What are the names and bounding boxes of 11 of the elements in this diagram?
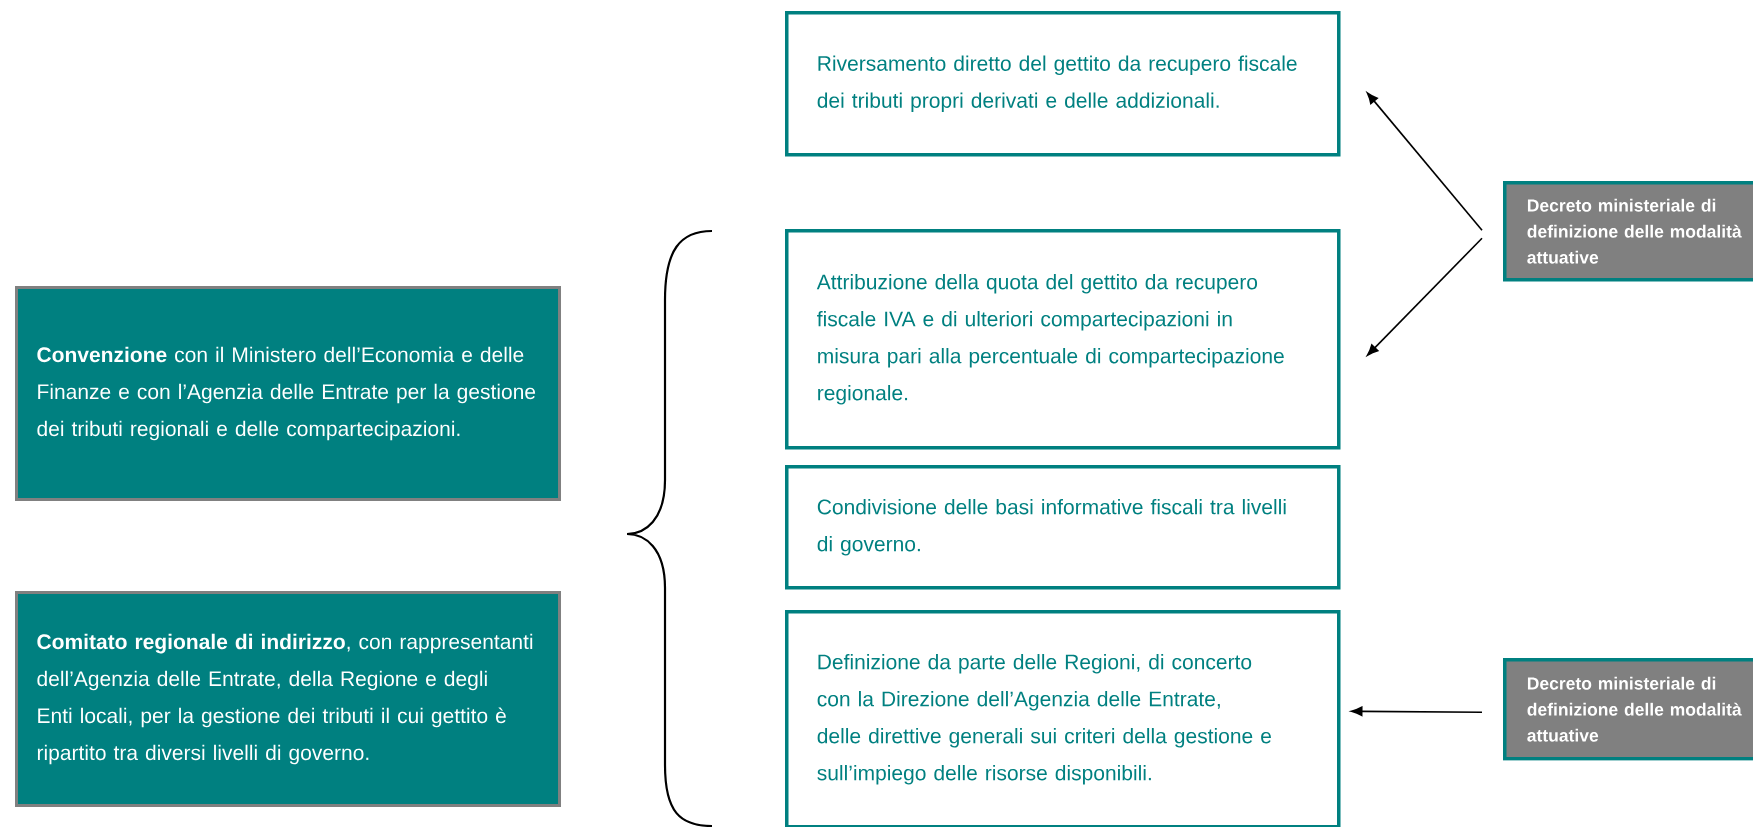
label-box: Decreto ministeriale di definizione delle modalità attuative <box>1503 658 1753 761</box>
info-box: Definizione da parte delle Regioni, di concerto con la Direzione dell’Agenzia delle Entrate, delle direttive generali sui criteri della gestione e sull’impiego delle risorse disponibili. <box>785 610 1341 827</box>
info-box: Riversamento diretto del gettito da recupero fiscale dei tributi propri derivati e delle addizionali. <box>785 11 1341 157</box>
arrow <box>1350 706 1483 717</box>
info-box: Comitato regionale di indirizzo, con rappresentanti dell’Agenzia delle Entrate, della Regione e degli Enti locali, per la gestione dei tributi il cui gettito è ripartito tra diversi livelli di governo. <box>15 591 561 807</box>
arrow <box>1366 237 1483 356</box>
info-box: Attribuzione della quota del gettito da recupero fiscale IVA e di ulteriori compartecipazioni in misura pari alla percentuale di compartecipazione regionale. <box>785 229 1341 450</box>
arrow <box>1366 92 1483 232</box>
info-box: Convenzione con il Ministero dell’Economia e delle Finanze e con l’Agenzia delle Entrate per la gestione dei tributi regionali e delle compartecipazioni. <box>15 286 561 501</box>
label-box: Decreto ministeriale di definizione delle modalità attuative <box>1503 181 1753 282</box>
info-box: Condivisione delle basi informative fiscali tra livelli di governo. <box>785 465 1341 590</box>
